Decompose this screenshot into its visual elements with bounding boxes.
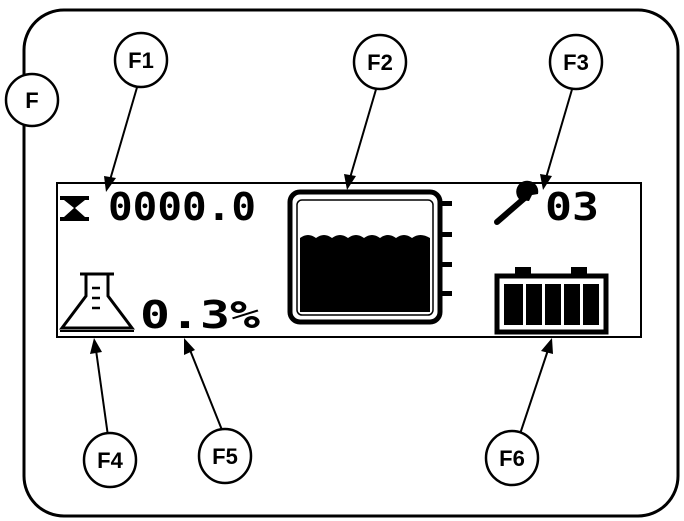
svg-text:F4: F4	[97, 448, 123, 473]
svg-text:F6: F6	[499, 446, 525, 471]
battery-icon	[494, 267, 609, 335]
svg-text:F3: F3	[563, 50, 589, 75]
svg-text:F5: F5	[212, 444, 238, 469]
tank-fill	[300, 235, 430, 312]
service-count: 03	[545, 185, 599, 229]
callout-f6: F6	[484, 429, 540, 487]
svg-text:F1: F1	[128, 48, 154, 73]
flask-icon	[59, 272, 135, 332]
hourglass-icon	[60, 196, 89, 221]
outer-panel	[22, 8, 680, 518]
tank-icon	[287, 189, 452, 325]
panel-label: F	[25, 88, 38, 113]
callout-f1: F1	[113, 31, 169, 89]
wrench-icon	[494, 180, 539, 225]
concentration-value: 0.3%	[140, 293, 260, 337]
callout-f4: F4	[82, 431, 138, 489]
callout-f2: F2	[352, 33, 408, 91]
panel-label-callout: F	[4, 72, 60, 128]
callout-arrows	[90, 83, 574, 437]
svg-text:F2: F2	[367, 50, 393, 75]
counter-value: 0000.0	[108, 185, 256, 229]
callout-f5: F5	[197, 427, 253, 485]
callout-f3: F3	[548, 33, 604, 91]
